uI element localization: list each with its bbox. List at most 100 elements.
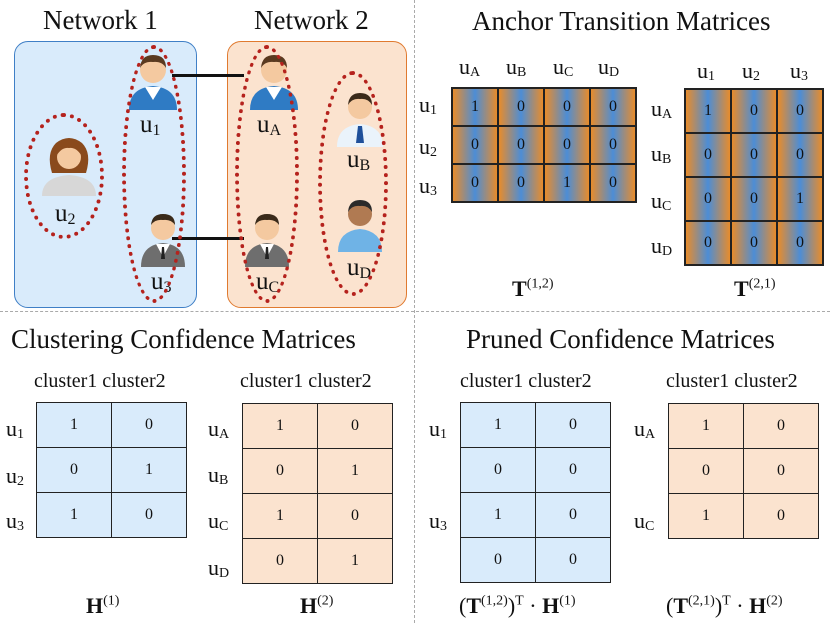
matrix-H1: 1 0 0 1 1 0 [36, 402, 187, 538]
T21-cell: 0 [730, 220, 778, 266]
matrix-P1: 1 0 0 0 1 0 0 0 [460, 402, 611, 583]
T12-col-header-D: uD [598, 54, 620, 80]
H1-cell: 1 [36, 402, 112, 448]
T12-cell: 0 [497, 163, 545, 203]
H1-cell: 0 [36, 447, 112, 493]
P1-cell: 0 [535, 402, 611, 448]
P2-row-header-A: uA [634, 416, 656, 442]
P2-cell: 0 [743, 448, 819, 494]
T12-cell: 0 [589, 125, 637, 165]
P1-cell: 0 [460, 537, 536, 583]
P2-cell: 0 [668, 448, 744, 494]
T12-cell: 0 [451, 125, 499, 165]
P1-cell: 0 [535, 447, 611, 493]
T12-cell: 0 [497, 125, 545, 165]
T12-col-header-B: uB [506, 54, 527, 80]
T12-cell: 0 [497, 87, 545, 127]
cluster-ellipse-network1-u2 [24, 113, 104, 239]
anchor-title: Anchor Transition Matrices [472, 6, 771, 36]
P1-col-headers: cluster1 cluster2 [460, 370, 592, 392]
T12-row-header-1: u1 [419, 92, 437, 118]
H2-row-header-D: uD [208, 555, 230, 581]
T21-col-header-3: u3 [790, 58, 808, 84]
caption-H2: H(2) [300, 593, 334, 618]
horizontal-divider [0, 311, 830, 312]
T12-row-header-2: u2 [419, 134, 437, 160]
T12-cell: 0 [589, 163, 637, 203]
H1-cell: 1 [111, 447, 187, 493]
H1-col-headers: cluster1 cluster2 [34, 370, 166, 392]
P1-cell: 1 [460, 492, 536, 538]
H2-row-header-A: uA [208, 416, 230, 442]
H2-cell: 1 [242, 403, 318, 449]
P1-cell: 0 [535, 492, 611, 538]
T12-cell: 1 [543, 163, 591, 203]
P1-cell: 0 [460, 447, 536, 493]
matrix-T12: 1 0 0 0 0 0 0 0 0 0 1 0 [451, 87, 637, 203]
H2-cell: 0 [242, 448, 318, 494]
caption-T12: T(1,2) [512, 276, 554, 301]
H1-row-header-2: u2 [6, 463, 24, 489]
P2-cell: 1 [668, 403, 744, 449]
T21-cell: 1 [776, 176, 824, 222]
H2-cell: 1 [242, 493, 318, 539]
P1-cell: 1 [460, 402, 536, 448]
T12-cell: 0 [589, 87, 637, 127]
T21-row-header-C: uC [651, 188, 672, 214]
T21-cell: 0 [776, 88, 824, 134]
clustering-title: Clustering Confidence Matrices [11, 324, 356, 354]
P1-cell: 0 [535, 537, 611, 583]
T21-col-header-2: u2 [742, 58, 760, 84]
T12-cell: 0 [451, 163, 499, 203]
T21-col-header-1: u1 [697, 58, 715, 84]
H2-cell: 0 [317, 403, 393, 449]
T21-row-header-D: uD [651, 233, 673, 259]
T12-col-header-C: uC [553, 54, 574, 80]
caption-P1: (T(1,2))T · H(1) [459, 593, 576, 618]
T21-row-header-B: uB [651, 141, 672, 167]
H1-row-header-1: u1 [6, 416, 24, 442]
T21-cell: 0 [730, 88, 778, 134]
T12-cell: 0 [543, 87, 591, 127]
P2-cell: 0 [743, 403, 819, 449]
caption-T21: T(2,1) [734, 276, 776, 301]
T21-cell: 0 [730, 132, 778, 178]
H2-row-header-B: uB [208, 462, 229, 488]
network2-title: Network 2 [254, 5, 369, 35]
T12-row-header-3: u3 [419, 173, 437, 199]
P2-cell: 0 [743, 493, 819, 539]
H1-cell: 1 [36, 492, 112, 538]
H2-cell: 0 [317, 493, 393, 539]
cluster-ellipse-network1-main [122, 45, 186, 303]
caption-P2: (T(2,1))T · H(2) [666, 593, 783, 618]
pruned-title: Pruned Confidence Matrices [466, 324, 775, 354]
anchor-edge-u1-uA [172, 74, 244, 77]
T21-cell: 0 [730, 176, 778, 222]
H2-row-header-C: uC [208, 508, 229, 534]
caption-H1: H(1) [86, 593, 120, 618]
T21-cell: 0 [684, 176, 732, 222]
network1-title: Network 1 [43, 5, 158, 35]
T21-cell: 0 [776, 132, 824, 178]
T21-cell: 1 [684, 88, 732, 134]
P1-row-header-1: u1 [429, 416, 447, 442]
T21-cell: 0 [776, 220, 824, 266]
T21-cell: 0 [684, 220, 732, 266]
P2-row-header-C: uC [634, 508, 655, 534]
H2-cell: 1 [317, 448, 393, 494]
P2-cell: 1 [668, 493, 744, 539]
P2-col-headers: cluster1 cluster2 [666, 370, 798, 392]
H2-cell: 0 [242, 538, 318, 584]
H2-cell: 1 [317, 538, 393, 584]
T21-row-header-A: uA [651, 96, 673, 122]
anchor-edge-u3-uC [172, 237, 244, 240]
H1-cell: 0 [111, 402, 187, 448]
matrix-T21: 1 0 0 0 0 0 0 0 1 0 0 0 [684, 88, 824, 266]
matrix-H2: 1 0 0 1 1 0 0 1 [242, 403, 393, 584]
matrix-P2: 1 0 0 0 1 0 [668, 403, 819, 539]
H1-cell: 0 [111, 492, 187, 538]
cluster-ellipse-network2-right [318, 71, 388, 296]
cluster-ellipse-network2-main [235, 45, 299, 303]
H2-col-headers: cluster1 cluster2 [240, 370, 372, 392]
T21-cell: 0 [684, 132, 732, 178]
